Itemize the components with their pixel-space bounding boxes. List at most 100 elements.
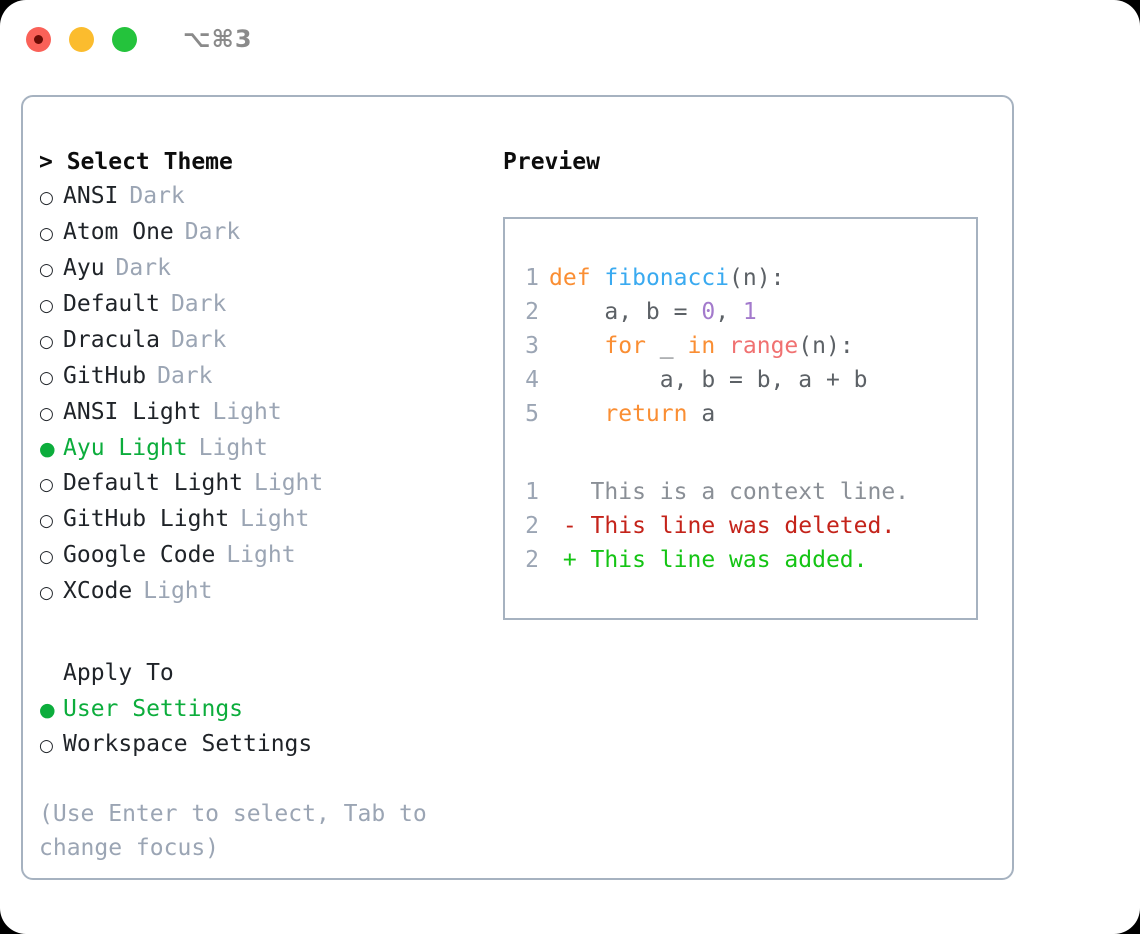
theme-kind-label: Dark (129, 183, 185, 209)
keyboard-hint-text: (Use Enter to select, Tab to change focu… (39, 801, 427, 861)
apply-to-row[interactable]: ● User Settings (39, 692, 499, 727)
theme-row[interactable]: ○ Ayu Dark (39, 251, 499, 287)
code-line: 5 return a (517, 397, 976, 431)
theme-kind-label: Light (212, 399, 282, 425)
code-token: a (687, 401, 716, 427)
theme-name-label: Ayu (63, 255, 105, 281)
theme-kind-label: Dark (184, 219, 241, 245)
theme-name-label: GitHub Light (63, 506, 230, 532)
theme-row[interactable]: ○ ANSI Dark (39, 179, 499, 215)
list-spacer (39, 610, 499, 656)
code-token: (n): (798, 333, 854, 359)
theme-row[interactable]: ○ GitHub Light Light (39, 502, 499, 538)
theme-kind-label: Dark (170, 327, 227, 353)
preview-heading: Preview (503, 149, 600, 175)
code-token: 1 (742, 299, 757, 325)
theme-kind-label: Light (198, 435, 268, 461)
apply-to-label: Workspace Settings (63, 731, 313, 757)
theme-name-label: Atom One (63, 219, 174, 245)
radio-unselected-icon: ○ (39, 736, 54, 756)
line-number: 1 (525, 265, 539, 291)
diff-text: + This line was added. (549, 547, 868, 573)
theme-row[interactable]: ○ GitHub Dark (39, 359, 499, 395)
radio-unselected-icon: ○ (39, 511, 54, 531)
code-line: 3 for _ in range(n): (517, 329, 976, 363)
radio-unselected-icon: ○ (39, 296, 54, 316)
apply-to-heading-row: ○ Apply To (39, 656, 499, 692)
apply-to-list[interactable]: ● User Settings ○ Workspace Settings (39, 692, 499, 763)
code-token: _ (645, 333, 688, 359)
theme-name-label: Default Light (63, 470, 244, 496)
theme-row[interactable]: ○ Default Dark (39, 287, 499, 323)
theme-name-label: GitHub (63, 363, 147, 389)
code-token (549, 401, 604, 427)
theme-name-label: ANSI Light (63, 399, 202, 425)
code-token: def (549, 265, 591, 291)
diff-line: 2 - This line was deleted. (517, 509, 976, 543)
radio-unselected-icon: ○ (39, 224, 54, 244)
theme-kind-label: Dark (170, 291, 227, 317)
close-dot-icon[interactable] (26, 26, 51, 52)
code-token (549, 333, 604, 359)
line-number: 2 (525, 299, 539, 325)
select-theme-heading: > Select Theme (39, 149, 233, 175)
apply-to-heading-marker: ○ (39, 658, 63, 692)
diff-sample: 1 This is a context line.2 - This line w… (517, 475, 976, 577)
radio-unselected-icon: ○ (39, 583, 54, 603)
keyboard-shortcut-label: ⌥⌘3 (183, 25, 253, 53)
diff-line: 2 + This line was added. (517, 543, 976, 577)
theme-name-label: Default (63, 291, 160, 317)
code-token: a, b = (549, 299, 702, 325)
apply-to-label: User Settings (63, 696, 244, 722)
code-line: 2 a, b = 0, 1 (517, 295, 976, 329)
diff-text: This is a context line. (549, 479, 910, 505)
diff-text: - This line was deleted. (549, 513, 896, 539)
code-token (591, 265, 605, 291)
radio-selected-icon: ● (39, 438, 56, 460)
theme-row[interactable]: ○ Dracula Dark (39, 323, 499, 359)
theme-name-label: ANSI (63, 183, 119, 209)
traffic-light-dots (26, 26, 137, 52)
line-number: 5 (525, 401, 539, 427)
theme-kind-label: Dark (157, 363, 213, 389)
code-diff-spacer (517, 431, 976, 475)
theme-kind-label: Light (240, 506, 310, 532)
radio-unselected-icon: ○ (39, 332, 54, 352)
radio-unselected-icon: ○ (39, 475, 54, 495)
radio-unselected-icon: ○ (39, 260, 54, 280)
minimize-dot-icon[interactable] (69, 26, 94, 52)
theme-row[interactable]: ○ Atom One Dark (39, 215, 499, 251)
code-line: 4 a, b = b, a + b (517, 363, 976, 397)
radio-unselected-icon: ○ (39, 547, 54, 567)
radio-unselected-icon: ○ (39, 368, 54, 388)
code-token: , (715, 299, 743, 325)
theme-kind-label: Light (226, 542, 296, 568)
theme-kind-label: Dark (115, 255, 171, 281)
apply-to-heading-label: Apply To (63, 660, 174, 686)
hint-spacer (39, 763, 499, 797)
line-number: 1 (525, 479, 539, 505)
code-token (715, 333, 729, 359)
radio-unselected-icon: ○ (39, 188, 54, 208)
code-token: for (604, 333, 646, 359)
line-number: 4 (525, 367, 539, 393)
code-token: (n): (729, 265, 785, 291)
diff-line: 1 This is a context line. (517, 475, 976, 509)
radio-selected-icon: ● (39, 699, 56, 721)
apply-to-row[interactable]: ○ Workspace Settings (39, 727, 499, 763)
theme-kind-label: Light (143, 578, 213, 604)
maximize-dot-icon[interactable] (112, 26, 137, 52)
theme-name-label: Dracula (63, 327, 160, 353)
